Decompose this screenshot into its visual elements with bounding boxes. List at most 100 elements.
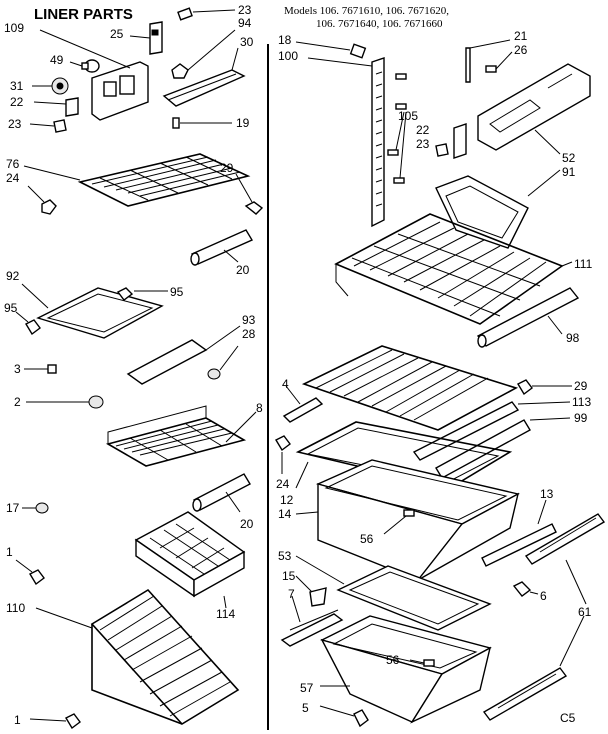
callout-94: 94	[238, 16, 252, 30]
part-61-rail-lower	[482, 667, 568, 721]
callout-23: 23	[238, 3, 252, 17]
callout-20: 20	[240, 517, 254, 531]
part-25-bracket	[129, 21, 163, 55]
callout-95: 95	[170, 285, 184, 299]
callout-91: 91	[562, 165, 576, 179]
callout-21: 21	[514, 29, 528, 43]
part-19-screw	[172, 117, 232, 129]
part-93-shield	[126, 325, 241, 385]
part-99-rod	[435, 417, 571, 479]
callout-19: 19	[236, 116, 250, 130]
callout-3: 3	[14, 362, 21, 376]
callout-100: 100	[278, 49, 298, 63]
models-line-2: 106. 7671640, 106. 7671660	[316, 18, 443, 30]
callout-22: 22	[10, 95, 24, 109]
part-3-clip	[24, 364, 57, 374]
callout-1: 1	[14, 713, 21, 727]
callout-23: 23	[416, 137, 430, 151]
callout-20: 20	[236, 263, 250, 277]
leader-61-lower	[559, 615, 585, 667]
callout-24: 24	[276, 477, 290, 491]
callout-4: 4	[282, 377, 289, 391]
callout-49: 49	[50, 53, 64, 67]
part-26-screw	[485, 51, 513, 73]
callout-1: 1	[6, 545, 13, 559]
part-21-bracket	[465, 39, 511, 83]
callout-61: 61	[578, 605, 592, 619]
corner-code: C5	[560, 711, 576, 725]
callout-2: 2	[14, 395, 21, 409]
part-76-wire-shelf	[23, 153, 251, 207]
part-29-support-left	[235, 173, 264, 215]
part-5-support	[319, 705, 369, 728]
part-111-wire-shelf	[334, 213, 573, 325]
callout-113: 113	[572, 395, 591, 409]
part-49-light-bulb	[69, 59, 100, 73]
callout-30: 30	[240, 35, 254, 49]
callout-5: 5	[302, 701, 309, 715]
callout-52: 52	[562, 151, 576, 165]
models-line-1: Models 106. 7671610, 106. 7671620,	[284, 5, 449, 17]
part-94-knob	[171, 29, 236, 79]
part-57-meat-drawer	[320, 615, 492, 724]
callout-29: 29	[220, 161, 234, 175]
callout-28: 28	[242, 327, 256, 341]
part-20-trim-rod-lower	[192, 473, 251, 513]
part-53-crisper-cover	[295, 555, 492, 631]
diagram-title: LINER PARTS	[34, 6, 133, 23]
part-113-rod	[412, 401, 571, 461]
part-17-plug	[22, 502, 49, 514]
callout-57: 57	[300, 681, 314, 695]
callout-18: 18	[278, 33, 292, 47]
part-28-clip	[207, 345, 239, 380]
part-114-ice-tray	[134, 511, 246, 609]
part-100-ladder-rail	[307, 57, 385, 228]
callout-15: 15	[282, 569, 296, 583]
part-4-bracket	[282, 385, 324, 423]
part-95-support-right	[116, 287, 168, 301]
callout-22: 22	[416, 123, 430, 137]
part-7-slide	[280, 595, 344, 647]
part-22-bracket-left	[33, 97, 79, 117]
part-110-wire-basket	[35, 588, 240, 726]
callout-31: 31	[10, 79, 24, 93]
part-1-support-lower	[29, 713, 81, 730]
callout-99: 99	[574, 411, 588, 425]
part-52-control-housing	[477, 63, 591, 155]
part-6-support	[512, 581, 539, 597]
part-14-crisper-drawer	[295, 459, 520, 581]
callout-56: 56	[360, 532, 374, 546]
part-29-support-right	[517, 379, 572, 396]
part-crisper-cover-shelf	[301, 345, 519, 431]
part-61-rail-upper	[524, 513, 606, 565]
part-23-clip-left	[29, 119, 67, 133]
callout-13: 13	[540, 487, 554, 501]
part-23-clip-top	[177, 7, 236, 21]
part-92-utility-tray	[21, 283, 164, 339]
callout-111: 111	[574, 257, 593, 271]
callout-7: 7	[288, 587, 295, 601]
callout-56: 56	[386, 653, 400, 667]
leader-61-upper	[565, 559, 587, 605]
part-30-light-shield	[162, 47, 246, 107]
callout-29: 29	[574, 379, 588, 393]
callout-110: 110	[6, 601, 25, 615]
part-24-shelf-support-left	[27, 185, 57, 215]
part-56-clip-lower	[409, 659, 435, 667]
part-18-cap	[295, 41, 367, 59]
callout-8: 8	[256, 401, 263, 415]
callout-12: 12	[280, 493, 294, 507]
part-13-trim-rod	[481, 499, 557, 567]
callout-92: 92	[6, 269, 20, 283]
callout-14: 14	[278, 507, 292, 521]
part-105-screws	[387, 73, 407, 184]
callout-98: 98	[566, 331, 580, 345]
part-20-trim-rod-upper	[190, 229, 254, 266]
part-56-clip-upper	[383, 509, 415, 535]
callout-25: 25	[110, 27, 124, 41]
callout-53: 53	[278, 549, 292, 563]
part-109-control-housing	[39, 29, 149, 121]
part-91-bin	[435, 169, 561, 249]
part-8-wire-shelf	[105, 405, 257, 467]
part-31-thermostat-knob	[32, 77, 69, 95]
